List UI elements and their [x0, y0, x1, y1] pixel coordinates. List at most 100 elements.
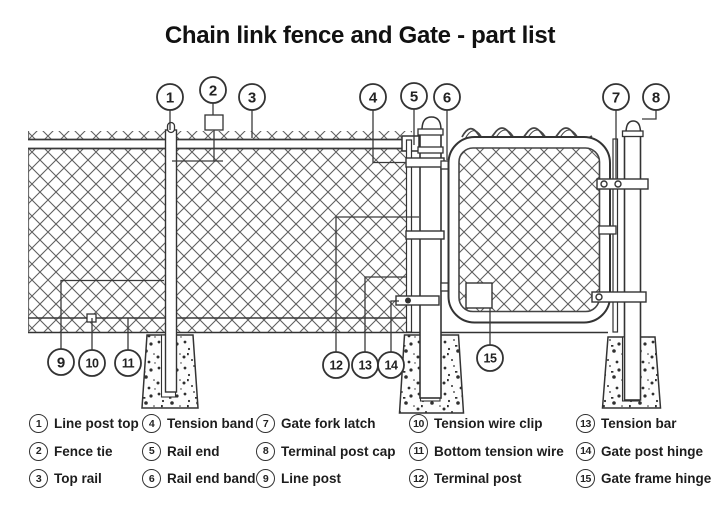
- svg-text:2: 2: [209, 83, 217, 100]
- legend-number: 6: [142, 469, 161, 488]
- leader-lines: [60, 103, 657, 352]
- legend-item: 1 Line post top: [29, 414, 189, 433]
- legend-label: Rail end band: [167, 471, 256, 486]
- terminal-post: [417, 116, 444, 399]
- legend-label: Top rail: [54, 471, 102, 486]
- legend-label: Tension wire clip: [434, 416, 543, 431]
- svg-text:9: 9: [57, 355, 65, 372]
- svg-text:3: 3: [248, 90, 256, 107]
- legend-number: 4: [142, 414, 161, 433]
- callout-6: 6: [433, 83, 461, 111]
- legend-item: 6 Rail end band: [142, 469, 302, 488]
- legend-number: 13: [576, 414, 595, 433]
- legend-item: 13 Tension bar: [576, 414, 720, 433]
- legend-number: 9: [256, 469, 275, 488]
- legend-label: Gate frame hinge: [601, 471, 712, 486]
- callout-14: 14: [377, 351, 405, 379]
- legend-column-4: 10 Tension wire clip 11 Bottom tension wir…: [409, 414, 569, 497]
- legend-item: 4 Tension band: [142, 414, 302, 433]
- svg-text:6: 6: [443, 90, 451, 107]
- svg-text:10: 10: [86, 357, 99, 371]
- legend-number: 7: [256, 414, 275, 433]
- callout-10: 10: [78, 349, 106, 377]
- leader-14: [390, 300, 399, 352]
- legend-item: 12 Terminal post: [409, 469, 569, 488]
- legend-item: 7 Gate fork latch: [256, 414, 416, 433]
- legend-number: 15: [576, 469, 595, 488]
- gate-post-cap: [625, 120, 642, 134]
- line-post-top-cap: [166, 121, 176, 134]
- svg-text:5: 5: [410, 89, 418, 106]
- svg-text:7: 7: [612, 90, 620, 107]
- legend-number: 10: [409, 414, 428, 433]
- svg-text:11: 11: [122, 357, 135, 371]
- leader-8: [642, 110, 657, 120]
- legend-label: Tension bar: [601, 416, 677, 431]
- callout-8: 8: [642, 83, 670, 111]
- svg-text:4: 4: [369, 90, 378, 107]
- callout-12: 12: [322, 351, 350, 379]
- legend-item: 9 Line post: [256, 469, 416, 488]
- leader-13: [364, 276, 406, 352]
- legend-label: Line post: [281, 471, 341, 486]
- legend-label: Terminal post cap: [281, 443, 396, 459]
- line-post: [164, 121, 178, 393]
- legend-item: 10 Tension wire clip: [409, 414, 569, 433]
- leader-12: [335, 216, 419, 352]
- callout-3: 3: [238, 83, 266, 111]
- legend-number: 8: [256, 441, 275, 461]
- callout-9: 9: [47, 348, 75, 376]
- legend-label: Tension band: [167, 416, 254, 431]
- fence-mesh: [28, 131, 412, 332]
- callout-13: 13: [351, 351, 379, 379]
- legend-label: Terminal post: [434, 471, 522, 486]
- leader-9: [60, 279, 164, 349]
- callout-7: 7: [602, 83, 630, 111]
- callout-11: 11: [114, 349, 142, 377]
- gate-post-hinge: [395, 295, 440, 306]
- callout-4: 4: [359, 83, 387, 111]
- svg-text:1: 1: [166, 90, 174, 107]
- legend-item: 2 Fence tie: [29, 441, 189, 461]
- svg-text:12: 12: [330, 359, 343, 373]
- legend-number: 1: [29, 414, 48, 433]
- svg-text:15: 15: [484, 352, 497, 366]
- svg-text:8: 8: [652, 90, 660, 107]
- svg-text:14: 14: [385, 359, 398, 373]
- terminal-post-cap: [421, 116, 442, 131]
- gate-frame: [447, 136, 611, 324]
- legend-item: 5 Rail end: [142, 441, 302, 461]
- legend-number: 2: [29, 441, 48, 461]
- legend-number: 5: [142, 441, 161, 461]
- fence-tie: [172, 114, 224, 162]
- legend-label: Bottom tension wire: [434, 443, 564, 459]
- legend-column-3: 7 Gate fork latch 8 Terminal post cap 9 Lin…: [256, 414, 416, 497]
- legend-number: 11: [409, 441, 428, 461]
- legend-label: Fence tie: [54, 443, 113, 459]
- gate-post: [621, 120, 644, 401]
- legend-item: 11 Bottom tension wire: [409, 441, 569, 461]
- callout-2: 2: [199, 76, 227, 104]
- legend-number: 12: [409, 469, 428, 488]
- legend-label: Gate fork latch: [281, 416, 376, 431]
- diagram-title: Chain link fence and Gate - part list: [164, 22, 556, 49]
- gate-fork-latch: [591, 138, 649, 333]
- legend-label: Rail end: [167, 443, 220, 459]
- callout-15: 15: [476, 344, 504, 372]
- legend-item: 8 Terminal post cap: [256, 441, 416, 461]
- top-rail: [28, 138, 403, 150]
- svg-text:13: 13: [359, 359, 372, 373]
- callout-5: 5: [400, 82, 428, 110]
- legend-label: Line post top: [54, 416, 139, 431]
- legend-label: Gate post hinge: [601, 443, 704, 459]
- legend-item: 15 Gate frame hinge: [576, 469, 720, 488]
- legend-column-2: 4 Tension band 5 Rail end 6 Rail end band: [142, 414, 302, 497]
- callout-1: 1: [156, 83, 184, 111]
- gate-frame-hinge: [465, 282, 493, 309]
- leader-4: [372, 110, 405, 164]
